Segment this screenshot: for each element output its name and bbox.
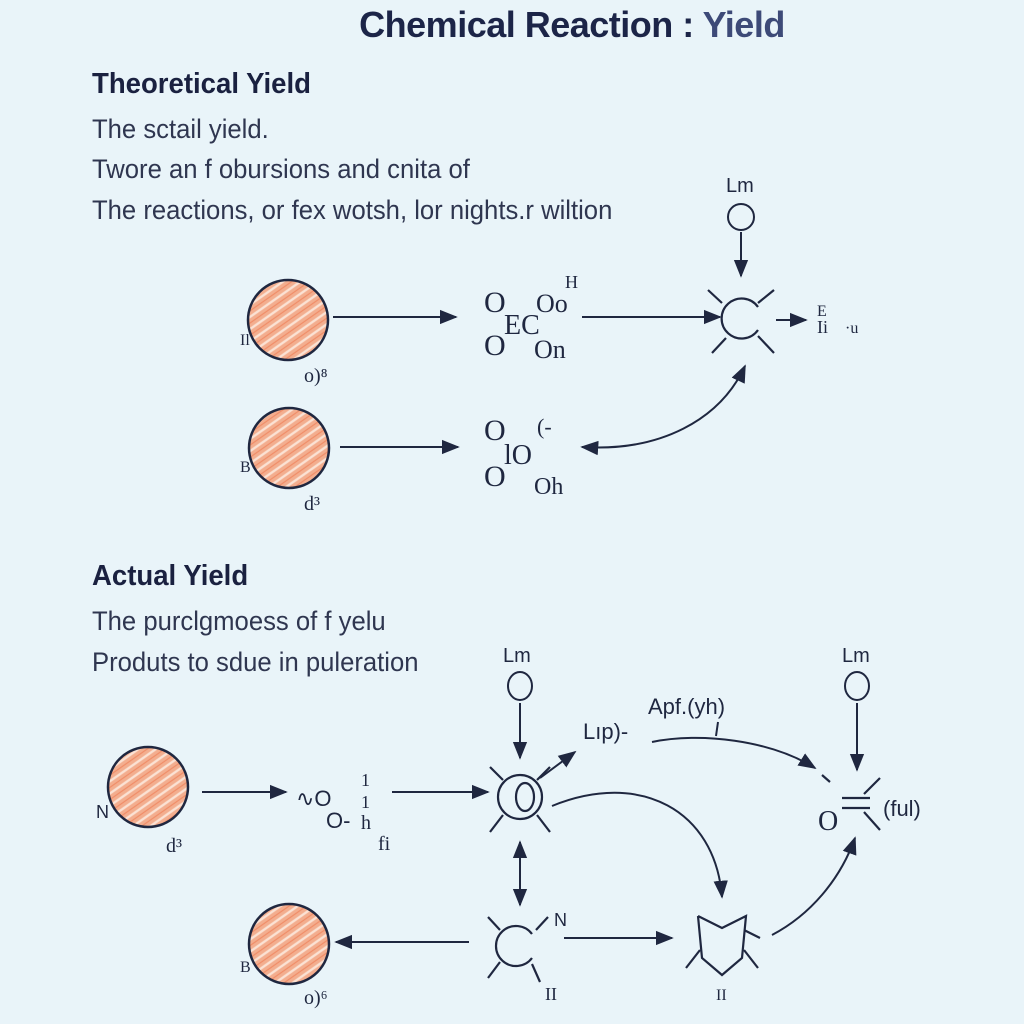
reactant-sphere-t2 xyxy=(247,406,331,490)
a1-num2: 1 xyxy=(361,792,370,812)
final-o-label: O xyxy=(818,806,838,837)
a1-fi: fi xyxy=(378,833,391,855)
reactant-sphere-a2 xyxy=(247,902,331,986)
curved-arrow-to-hex xyxy=(551,791,728,899)
mol1-c: O xyxy=(484,329,506,362)
theoretical-line-3: The reactions, or fex wotsh, lor nights.… xyxy=(92,195,613,225)
title-main: Chemical Reaction : xyxy=(359,4,694,45)
prod-t-ii: Ii xyxy=(817,317,828,337)
n-label: N xyxy=(554,910,567,930)
hex-product xyxy=(685,914,761,977)
lim-mid2-label: Lm xyxy=(842,645,870,667)
final-product xyxy=(821,774,881,831)
a1-mid2: O- xyxy=(326,808,350,833)
ii-hex-label: II xyxy=(716,987,727,1004)
molecule-t2: O lO O (- Oh xyxy=(484,414,563,500)
a1-num: 1 xyxy=(361,770,370,790)
reactant-sphere-a1 xyxy=(106,745,190,829)
mol2-c: O xyxy=(484,460,506,493)
title-highlight: Yield xyxy=(702,4,786,45)
actual-heading: Actual Yield xyxy=(92,560,249,592)
t2-left-label: B xyxy=(240,459,251,476)
center-star xyxy=(489,766,551,833)
mol1-f: On xyxy=(534,335,566,364)
prod-t-u: ·u xyxy=(845,320,858,337)
apf-label: Apf.(yh) xyxy=(648,694,725,719)
lip-label: Lıp)- xyxy=(583,719,628,744)
a1-mid1: ∿O xyxy=(296,786,332,811)
product-star-top xyxy=(707,289,775,354)
actual-line-1: The purclgmoess of f yelu xyxy=(92,606,386,636)
mol2-b: lO xyxy=(504,440,532,471)
a1-left-label: N xyxy=(96,802,109,822)
mol2-d: (- xyxy=(537,414,552,439)
theoretical-line-2: Twore an f obursions and cnita of xyxy=(92,154,470,184)
lim-mid2-circle xyxy=(844,671,870,701)
curved-arrow-hex-to-final xyxy=(771,836,857,936)
curved-arrow-t2 xyxy=(580,364,746,456)
a2-left-label: B xyxy=(240,959,251,976)
lim-top-circle xyxy=(727,203,755,231)
lim-top-label: Lm xyxy=(726,175,754,197)
molecule-a1: ∿O O- 1 1 h fi xyxy=(296,770,391,855)
t1-sub-label: o)⁸ xyxy=(304,365,328,387)
a1-sub-label: d³ xyxy=(166,835,182,857)
theoretical-line-1: The sctail yield. xyxy=(92,114,269,144)
t2-sub-label: d³ xyxy=(304,493,320,515)
mol1-a: O xyxy=(484,286,506,319)
lim-mid1-circle xyxy=(507,671,533,701)
ii-bottom-label: II xyxy=(545,984,557,1004)
mol1-b: EC xyxy=(504,310,540,341)
arrow-center-to-lip xyxy=(539,750,577,779)
mol1-e: H xyxy=(565,272,578,292)
mol1-d: Oo xyxy=(536,289,568,318)
apf-tick xyxy=(715,721,719,737)
final-ful-label: (ful) xyxy=(883,796,921,821)
actual-line-2: Produts to sdue in puleration xyxy=(92,647,419,677)
lim-mid1-label: Lm xyxy=(503,645,531,667)
prod-t-e: E xyxy=(817,303,827,320)
reactant-sphere-t1 xyxy=(246,278,330,362)
mol2-a: O xyxy=(484,414,506,447)
a1-h: h xyxy=(361,812,371,834)
mol2-e: Oh xyxy=(534,474,563,500)
theoretical-heading: Theoretical Yield xyxy=(92,68,311,100)
bottom-star xyxy=(487,916,549,983)
curved-arrow-apf xyxy=(651,736,817,769)
molecule-t1: O EC O Oo H On xyxy=(484,272,578,364)
page-title: Chemical Reaction : Yield xyxy=(0,4,1024,46)
t1-left-label: Il xyxy=(240,332,250,349)
a2-sub-label: o)⁶ xyxy=(304,987,328,1009)
